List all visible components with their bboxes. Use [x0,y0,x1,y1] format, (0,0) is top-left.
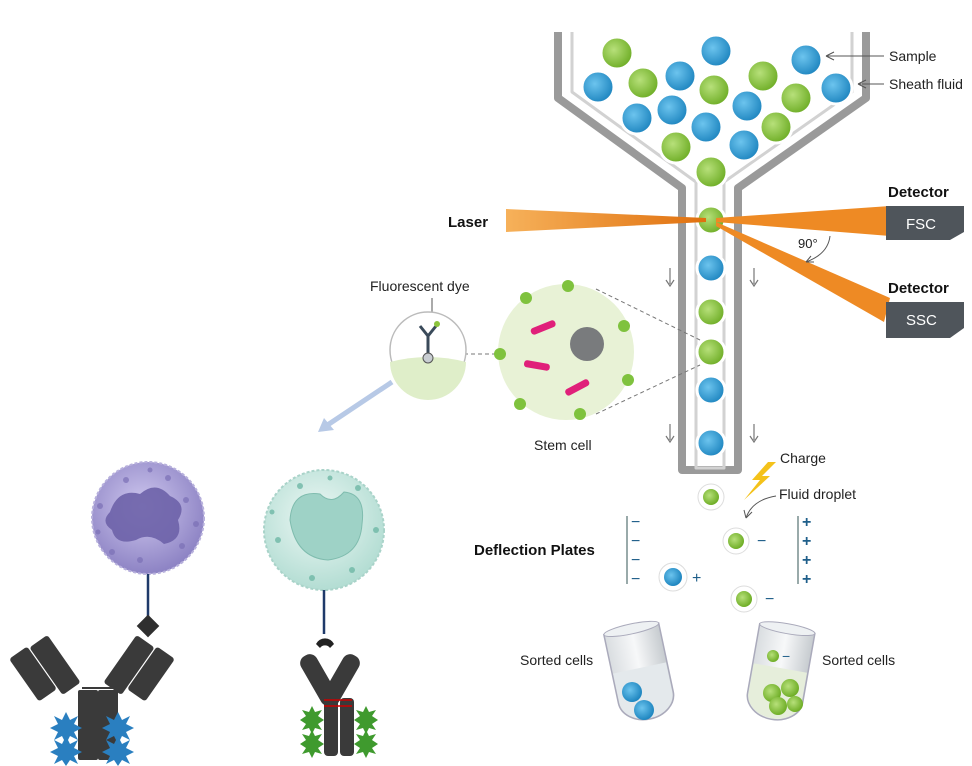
cell-blue [788,42,824,78]
deflection-plates-label: Deflection Plates [474,542,595,559]
antibody-middle [300,638,378,758]
svg-text:−: − [631,514,640,531]
cell-blue [726,127,762,163]
sample-cells [580,33,854,190]
fsc-label: FSC [906,216,936,233]
cell-green [599,35,635,71]
antibody-left [10,614,174,766]
svg-text:−: − [765,591,774,608]
cell-green [695,296,727,328]
angle-indicator: 90° [798,235,831,263]
droplets: − + − [658,483,774,613]
sheath-fluid-pointer: Sheath fluid [857,76,963,92]
ssc-beam [716,222,890,322]
svg-text:+: + [802,533,811,550]
cell-green [658,129,694,165]
sorted-cells-right-label: Sorted cells [822,652,895,668]
cell-blue [818,70,854,106]
cell-blue [580,69,616,105]
cell-green [696,72,732,108]
cell-blue [654,92,690,128]
ssc-label: SSC [906,312,937,329]
cell-blue [695,374,727,406]
svg-text:−: − [782,648,790,664]
cell-green [695,336,727,368]
cell-green [778,80,814,116]
fsc-detector: Detector FSC [886,184,964,240]
svg-text:−: − [631,571,640,588]
fluid-droplet-pointer: Fluid droplet [743,486,856,519]
ssc-detector-label: Detector [888,280,949,297]
sorted-cell-green [787,696,803,712]
droplet-green [728,533,744,549]
svg-text:+: + [692,570,701,587]
sorted-cell-green [767,650,779,662]
svg-text:−: − [631,533,640,550]
cell-blue [695,427,727,459]
angle-label: 90° [798,236,818,251]
channel-cells [695,204,727,459]
cell-green [745,58,781,94]
sorted-cell-green [781,679,799,697]
sample-pointer: Sample [825,48,937,64]
stem-cell-label: Stem cell [534,437,592,453]
svg-text:+: + [802,552,811,569]
sample-label: Sample [889,48,937,64]
droplet-blue [664,568,682,586]
fluorescent-dye-magnifier: Fluorescent dye [370,278,470,400]
ssc-detector: Detector SSC [886,280,964,338]
sorted-tube-right: Sorted cells − [746,621,895,721]
cell-green [758,109,794,145]
stem-cell-nucleus [570,327,604,361]
cell-blue [619,100,655,136]
pointer-arrow [318,379,394,432]
sorted-cell-green [769,697,787,715]
sorted-cell-blue [634,700,654,720]
svg-text:+: + [802,571,811,588]
laser-label: Laser [448,214,488,231]
monocyte-cell [263,469,385,591]
svg-text:−: − [631,552,640,569]
sheath-fluid-label: Sheath fluid [889,76,963,92]
svg-text:+: + [802,514,811,531]
fluorescent-dye-label: Fluorescent dye [370,278,470,294]
cell-blue [698,33,734,69]
cell-green [693,154,729,190]
cell-blue [729,88,765,124]
zoom-lines [466,288,701,415]
charge-label: Charge [780,450,826,466]
flow-chamber [554,32,870,474]
cell-blue [688,109,724,145]
sorted-cells-left-label: Sorted cells [520,652,593,668]
sorted-cell-blue [622,682,642,702]
neutrophil-cell [91,461,205,575]
stem-cell: Stem cell [494,280,634,453]
green-star-markers [300,706,378,758]
droplet-green [703,489,719,505]
deflection-plates: Deflection Plates − − − − + + + + [474,514,811,588]
fluid-droplet-label: Fluid droplet [779,486,856,502]
sorted-tube-left: Sorted cells [520,620,675,721]
cell-green [625,65,661,101]
droplet-green [736,591,752,607]
fsc-detector-label: Detector [888,184,949,201]
fsc-beam [716,206,890,236]
svg-text:−: − [757,533,766,550]
cell-blue [662,58,698,94]
cell-blue [695,252,727,284]
mini-antibody-icon [418,321,440,364]
blue-star-markers [50,712,134,766]
laser-beam: Laser [448,209,706,232]
flow-arrows [665,268,759,444]
charge-indicator: Charge [744,450,826,500]
